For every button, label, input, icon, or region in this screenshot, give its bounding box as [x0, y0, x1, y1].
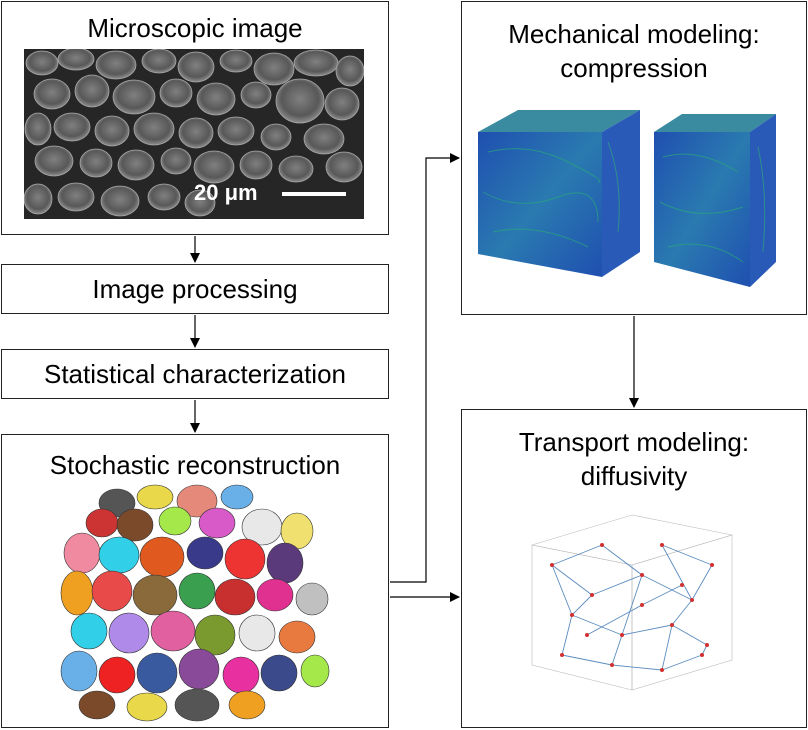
image-processing-box: Image processing [1, 264, 389, 314]
transport-modeling-title-line1: Transport modeling: [518, 427, 750, 457]
mechanical-modeling-title-line2: compression [560, 53, 708, 83]
pore-network-3d-plot [531, 514, 733, 691]
statistical-characterization-label: Statistical characterization [43, 358, 347, 389]
sem-micrograph [24, 49, 364, 219]
compression-mesh-render [478, 110, 776, 287]
transport-modeling-box: Transport modeling: diffusivity [461, 409, 807, 728]
image-processing-label: Image processing [92, 273, 298, 304]
particle-packing-render [60, 484, 330, 722]
mechanical-modeling-title-line1: Mechanical modeling: [508, 19, 760, 49]
arrow-reconstruction-to-mechanical [390, 153, 460, 583]
stochastic-reconstruction-title: Stochastic reconstruction [49, 450, 341, 480]
microscopic-image-title: Microscopic image [87, 13, 303, 43]
statistical-characterization-box: Statistical characterization [1, 349, 389, 399]
microscopic-image-box: Microscopic image [1, 1, 389, 235]
scale-bar-label: 20 μm [194, 180, 258, 205]
stochastic-reconstruction-box: Stochastic reconstruction [1, 434, 389, 728]
transport-modeling-title-line2: diffusivity [580, 461, 688, 491]
mechanical-modeling-box: Mechanical modeling: compression [461, 1, 807, 315]
